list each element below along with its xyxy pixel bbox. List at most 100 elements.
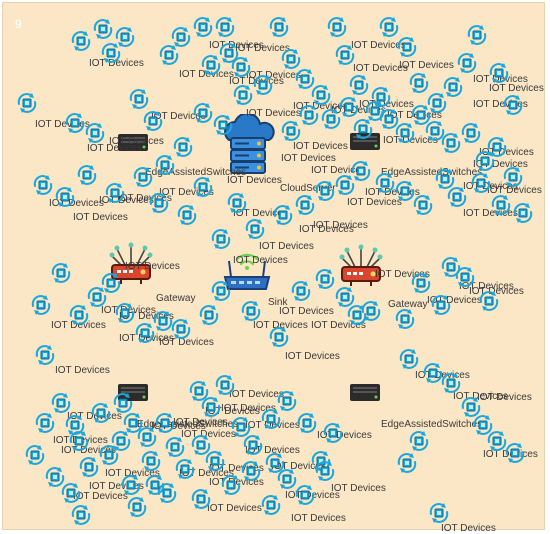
iot-devices-label: IOT Devices <box>125 261 180 272</box>
iot-devices-label: IOT Devices <box>179 468 234 479</box>
iot-sensor-icon <box>143 111 163 131</box>
iot-sensor-icon <box>441 257 461 277</box>
iot-sensor-icon <box>397 453 417 473</box>
iot-sensor-icon <box>347 305 367 325</box>
iot-devices-label: IOT Devices <box>73 491 128 502</box>
iot-sensor-icon <box>155 413 175 433</box>
iot-sensor-icon <box>51 263 71 283</box>
iot-sensor-icon <box>201 55 221 75</box>
iot-devices-label: IOT Devices <box>246 108 301 119</box>
iot-devices-label: IOT Devices <box>441 523 496 534</box>
iot-sensor-icon <box>399 349 419 369</box>
iot-sensor-icon <box>69 305 89 325</box>
iot-sensor-icon <box>171 319 191 339</box>
iot-sensor-icon <box>315 461 335 481</box>
iot-sensor-icon <box>335 45 355 65</box>
iot-sensor-icon <box>71 505 91 525</box>
iot-sensor-icon <box>397 37 417 57</box>
iot-sensor-icon <box>277 391 297 411</box>
iot-sensor-icon <box>425 121 445 141</box>
iot-sensor-icon <box>33 175 53 195</box>
iot-sensor-icon <box>85 123 105 143</box>
iot-sensor-icon <box>461 123 481 143</box>
iot-sensor-icon <box>475 151 495 171</box>
iot-sensor-icon <box>409 431 429 451</box>
iot-devices-label: IOT Devices <box>351 40 406 51</box>
iot-sensor-icon <box>165 437 185 457</box>
network-switch-icon <box>118 134 148 151</box>
iot-sensor-icon <box>61 483 81 503</box>
iot-sensor-icon <box>189 381 209 401</box>
gateway-label-left: Gateway <box>156 293 196 304</box>
iot-devices-label: IOT Devices <box>271 461 326 472</box>
iot-sensor-icon <box>353 119 373 139</box>
iot-devices-label: IOT Devices <box>281 153 336 164</box>
iot-devices-label: IOT Devices <box>87 143 142 154</box>
iot-devices-label: IOT Devices <box>469 286 524 297</box>
iot-sensor-icon <box>311 85 331 105</box>
iot-devices-label: IOT Devices <box>331 483 386 494</box>
iot-devices-label: IOT Devices <box>209 477 264 488</box>
gateway-label-right: Gateway <box>388 299 428 310</box>
iot-devices-label: IOT Devices <box>246 70 301 81</box>
iot-devices-label: IOT Devices <box>229 389 284 400</box>
iot-devices-label: IOT Devices <box>375 269 430 280</box>
iot-devices-label: IOT Devices <box>427 295 482 306</box>
iot-sensor-icon <box>241 461 261 481</box>
iot-devices-label: IOT Devices <box>245 445 300 456</box>
iot-sensor-icon <box>489 63 509 83</box>
iot-devices-label: IOT Devices <box>473 159 528 170</box>
iot-sensor-icon <box>211 229 231 249</box>
iot-sensor-icon <box>173 137 193 157</box>
iot-devices-label: IOT Devices <box>205 406 260 417</box>
iot-devices-label: IOT Devices <box>209 463 264 474</box>
iot-sensor-icon <box>441 373 461 393</box>
iot-devices-label: IOT Devices <box>73 212 128 223</box>
iot-sensor-icon <box>323 423 343 443</box>
iot-sensor-icon <box>395 123 415 143</box>
iot-devices-label: IOT Devices <box>463 181 518 192</box>
iot-sensor-icon <box>35 413 55 433</box>
iot-devices-label: IOT Devices <box>209 40 264 51</box>
iot-sensor-icon <box>473 415 493 435</box>
iot-sensor-icon <box>231 57 251 77</box>
iot-sensor-icon <box>31 295 51 315</box>
iot-devices-label: IOT Devices <box>181 429 236 440</box>
iot-sensor-icon <box>281 49 301 69</box>
iot-devices-label: IOT Devices <box>61 445 116 456</box>
iot-sensor-icon <box>335 175 355 195</box>
iot-sensor-icon <box>155 155 175 175</box>
iot-devices-label: IOT Devices <box>67 411 122 422</box>
iot-sensor-icon <box>213 115 233 135</box>
cloud-server-label: CloudServer <box>280 183 336 194</box>
iot-sensor-icon <box>349 75 369 95</box>
iot-devices-label: IOT Devices <box>245 420 300 431</box>
iot-devices-label: IOT Devices <box>293 101 348 112</box>
iot-devices-label: IOT Devices <box>399 60 454 71</box>
iot-sensor-icon <box>411 273 431 293</box>
iot-devices-label: IOT Devices <box>207 503 262 514</box>
edge-switch-label: EdgeAssistedSwitches <box>145 167 247 178</box>
iot-devices-label: IOT Devices <box>173 417 228 428</box>
iot-sensor-icon <box>115 303 135 323</box>
iot-sensor-icon <box>467 25 487 45</box>
iot-sensor-icon <box>175 459 195 479</box>
iot-sensor-icon <box>215 17 235 37</box>
iot-devices-label: IOT Devices <box>119 311 174 322</box>
iot-sensor-icon <box>277 469 297 489</box>
iot-sensor-icon <box>513 203 533 223</box>
iot-devices-label: IOT Devices <box>311 165 366 176</box>
iot-sensor-icon <box>45 467 65 487</box>
iot-sensor-icon <box>145 475 165 495</box>
iot-sensor-icon <box>243 435 263 455</box>
iot-devices-label: IOT Devices <box>55 365 110 376</box>
iot-sensor-icon <box>335 287 355 307</box>
iot-sensor-icon <box>321 109 341 129</box>
iot-sensor-icon <box>503 167 523 187</box>
iot-devices-label: IOT Devices <box>151 111 206 122</box>
iot-sensor-icon <box>435 169 455 189</box>
iot-sensor-icon <box>129 89 149 109</box>
iot-sensor-icon <box>101 273 121 293</box>
iot-sensor-icon <box>91 403 111 423</box>
